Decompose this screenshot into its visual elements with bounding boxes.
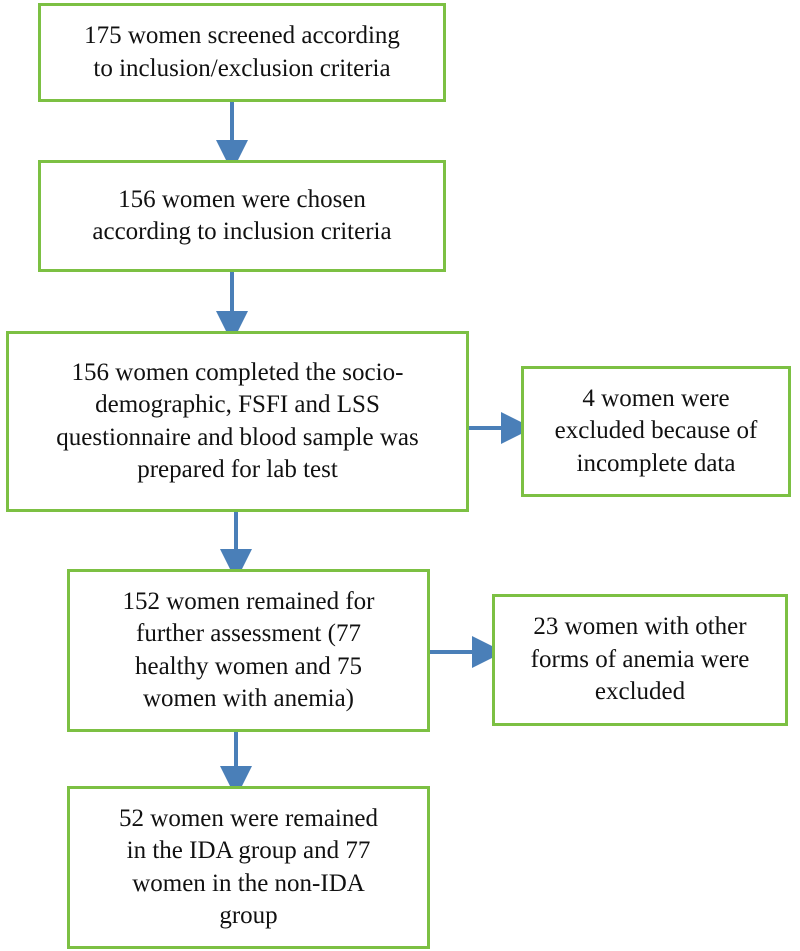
box-remained: 152 women remained for further assessmen… bbox=[67, 569, 430, 732]
box-excluded-incomplete: 4 women were excluded because of incompl… bbox=[521, 366, 791, 497]
arrow-group bbox=[216, 102, 533, 798]
box-excluded-incomplete-text: 4 women were excluded because of incompl… bbox=[554, 384, 758, 477]
box-remained-text: 152 women remained for further assessmen… bbox=[122, 587, 375, 713]
box-chosen: 156 women were chosen according to inclu… bbox=[38, 160, 446, 272]
box-chosen-text: 156 women were chosen according to inclu… bbox=[92, 185, 392, 246]
box-final-groups: 52 women were remained in the IDA group … bbox=[67, 786, 430, 949]
box-screened: 175 women screened according to inclusio… bbox=[38, 3, 446, 102]
box-screened-text: 175 women screened according to inclusio… bbox=[84, 22, 400, 82]
box-completed-text: 156 women completed the socio- demograph… bbox=[56, 358, 419, 484]
box-completed: 156 women completed the socio- demograph… bbox=[6, 331, 469, 512]
box-final-groups-text: 52 women were remained in the IDA group … bbox=[119, 804, 378, 930]
box-excluded-anemia: 23 women with other forms of anemia were… bbox=[492, 594, 788, 726]
box-excluded-anemia-text: 23 women with other forms of anemia were… bbox=[530, 613, 750, 706]
